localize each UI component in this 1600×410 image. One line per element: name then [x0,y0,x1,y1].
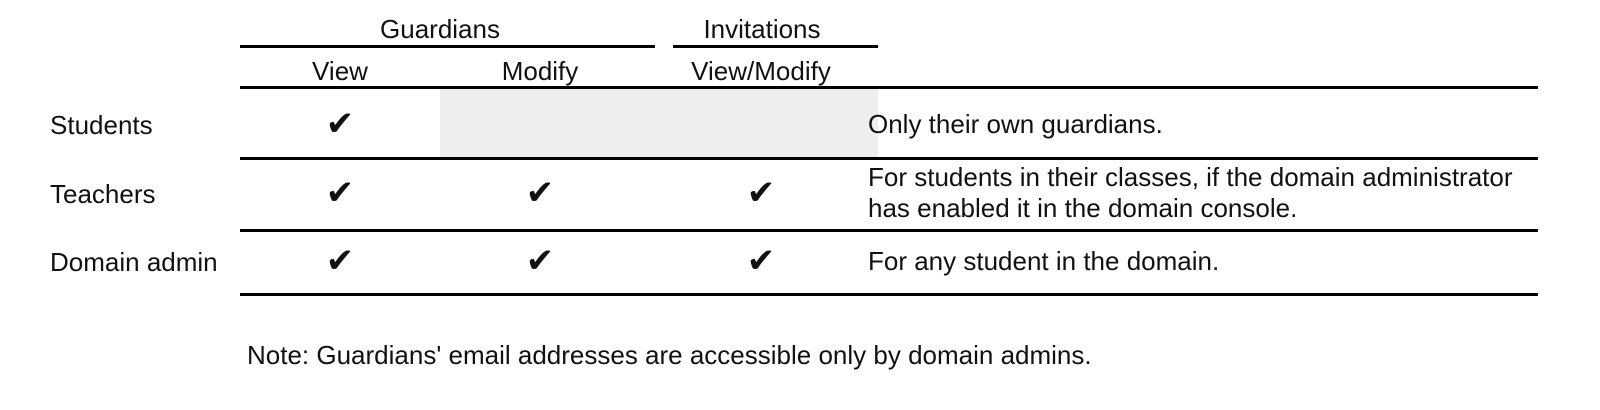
footnote-text: Note: Guardians' email addresses are acc… [247,340,1092,370]
cell-shaded-students [440,89,878,157]
row-label-teachers: Teachers [50,179,156,209]
group-header-guardians: Guardians [380,14,500,44]
cell-check-students-guardians-view: ✔ [325,104,355,144]
column-header-view-modify: View/Modify [691,56,831,86]
table-rule-row1-bottom [240,157,1538,160]
group-rule-guardians [240,45,655,48]
cell-check-domain-admin-guardians-modify: ✔ [525,241,555,281]
group-header-invitations: Invitations [703,14,821,44]
column-header-view: View [312,56,368,86]
cell-check-teachers-guardians-view: ✔ [325,173,355,213]
cell-check-domain-admin-guardians-view: ✔ [325,241,355,281]
row-label-domain-admin: Domain admin [50,247,218,277]
column-header-modify: Modify [501,56,579,86]
table-rule-header-bottom [240,86,1538,89]
table-rule-bottom [240,293,1538,296]
group-rule-invitations [673,45,878,48]
cell-check-domain-admin-invitations-view-modify: ✔ [746,241,776,281]
row-label-students: Students [50,110,153,140]
cell-note-domain-admin: For any student in the domain. [868,246,1220,276]
cell-note-teachers: For students in their classes, if the do… [868,162,1513,223]
cell-check-teachers-invitations-view-modify: ✔ [746,173,776,213]
cell-check-teachers-guardians-modify: ✔ [525,173,555,213]
table-rule-row2-bottom [240,229,1538,232]
cell-note-students: Only their own guardians. [868,109,1163,139]
